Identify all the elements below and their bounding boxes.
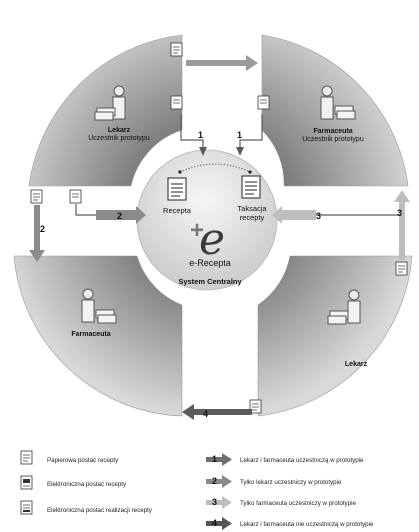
e-recepta-logo-icon: + e — [190, 214, 225, 265]
flow-arrow-3-center — [272, 206, 400, 224]
legend-paper-prescription-icon — [20, 450, 33, 465]
top-right-role-label: Farmaceuta — [313, 128, 352, 135]
center-doc-recepta-label: Recepta — [163, 206, 192, 215]
center-doc-taksacja-label-2: recepty — [240, 213, 265, 222]
top-left-subtitle-label: Uczestnik prototypu — [88, 135, 150, 142]
paper-prescription-icon — [249, 399, 262, 414]
bottom-left-role-label: Farmaceuta — [71, 331, 110, 338]
flow-number-3: 3 — [316, 211, 321, 221]
e-realization-icon — [257, 95, 270, 110]
center-doc-taksacja-icon — [241, 175, 261, 199]
e-prescription-icon — [170, 95, 183, 110]
paper-prescription-icon — [30, 189, 43, 204]
sector-bottom-left — [13, 255, 183, 417]
paper-prescription-icon — [170, 42, 183, 57]
svg-text:e: e — [199, 214, 225, 265]
flow-number-2: 2 — [117, 211, 122, 221]
flow-number-1: 1 — [198, 130, 203, 140]
legend-flow-number: 4 — [212, 518, 217, 528]
legend-flow-arrow-4 — [206, 517, 232, 530]
legend-flow-label: Lekarz i farmaceuta nie uczestniczą w pr… — [240, 521, 374, 528]
pharmacist-figure-icon — [81, 288, 117, 324]
flow-arrow-2-center — [75, 204, 146, 224]
legend-flow-label: Tylko farmaceuta uczestniczy w prototypi… — [240, 500, 356, 507]
legend-flow-label: Tylko lekarz uczestniczy w prototypie — [240, 479, 342, 486]
bottom-right-role-label: Lekarz — [345, 361, 368, 368]
doctor-figure-icon — [94, 85, 126, 121]
svg-text:+: + — [190, 217, 204, 244]
logo-text: e-Recepta — [189, 258, 231, 268]
legend-flow-label: Lekarz i farmaceuta uczestniczą w protot… — [240, 457, 364, 464]
flow-number-2: 2 — [40, 224, 45, 234]
flow-arrow-top — [186, 55, 258, 71]
legend-flow-number: 2 — [212, 476, 217, 486]
legend-flow-arrow-1 — [206, 453, 232, 466]
legend-flow-arrow-2 — [206, 475, 232, 488]
flow-number-1: 1 — [237, 130, 242, 140]
system-centralny-label: System Centralny — [178, 277, 242, 286]
connector-dot — [248, 170, 252, 174]
flow-arrow-1-right — [236, 114, 263, 156]
flow-arrow-2-down — [29, 205, 45, 262]
legend-flow-number: 3 — [212, 497, 217, 507]
legend-e-prescription-icon — [20, 475, 33, 490]
flow-number-4: 4 — [203, 409, 208, 419]
flow-arrow-3-up — [394, 190, 410, 260]
e-prescription-icon — [69, 189, 82, 204]
legend-doc-label: Papierowa postać recepty — [47, 457, 119, 464]
top-right-subtitle-label: Uczestnik prototypu — [302, 136, 364, 143]
doctor-figure-icon — [327, 289, 361, 325]
connector-dot — [178, 170, 182, 174]
legend-flow-number: 1 — [212, 454, 217, 464]
flow-arrow-4-bottom — [182, 404, 252, 420]
top-left-role-label: Lekarz — [108, 127, 131, 134]
center-doc-recepta-icon — [167, 177, 187, 201]
paper-prescription-icon — [395, 261, 408, 276]
doc-connector-line — [179, 163, 251, 173]
sector-bottom-right — [257, 255, 413, 417]
legend-doc-label: Elektroniczna postać recepty — [47, 481, 127, 488]
flow-number-3: 3 — [397, 208, 402, 218]
legend-doc-label: Elektroniczna postać realizacji recepty — [47, 507, 153, 514]
legend-flow-arrow-3 — [206, 496, 232, 509]
legend-e-realization-icon — [20, 500, 33, 515]
flow-arrow-1-left — [180, 114, 207, 156]
center-doc-taksacja-label-1: Taksacja — [237, 204, 267, 213]
pharmacist-figure-icon — [320, 85, 356, 120]
